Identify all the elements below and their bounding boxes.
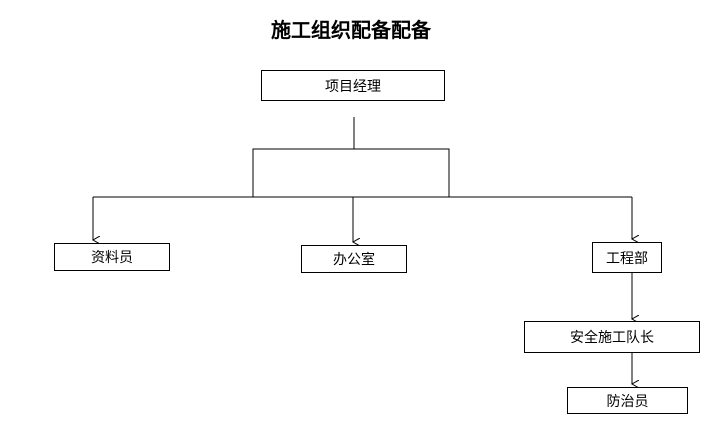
junction-box (252, 148, 450, 198)
page-title: 施工组织配备配备 (271, 18, 431, 42)
node-prevention-officer: 防治员 (567, 387, 688, 414)
node-office: 办公室 (301, 245, 407, 273)
node-safety-team-leader: 安全施工队长 (524, 321, 700, 353)
node-engineering-dept: 工程部 (592, 242, 662, 273)
node-manager: 项目经理 (261, 70, 445, 101)
node-records-clerk: 资料员 (54, 243, 170, 271)
